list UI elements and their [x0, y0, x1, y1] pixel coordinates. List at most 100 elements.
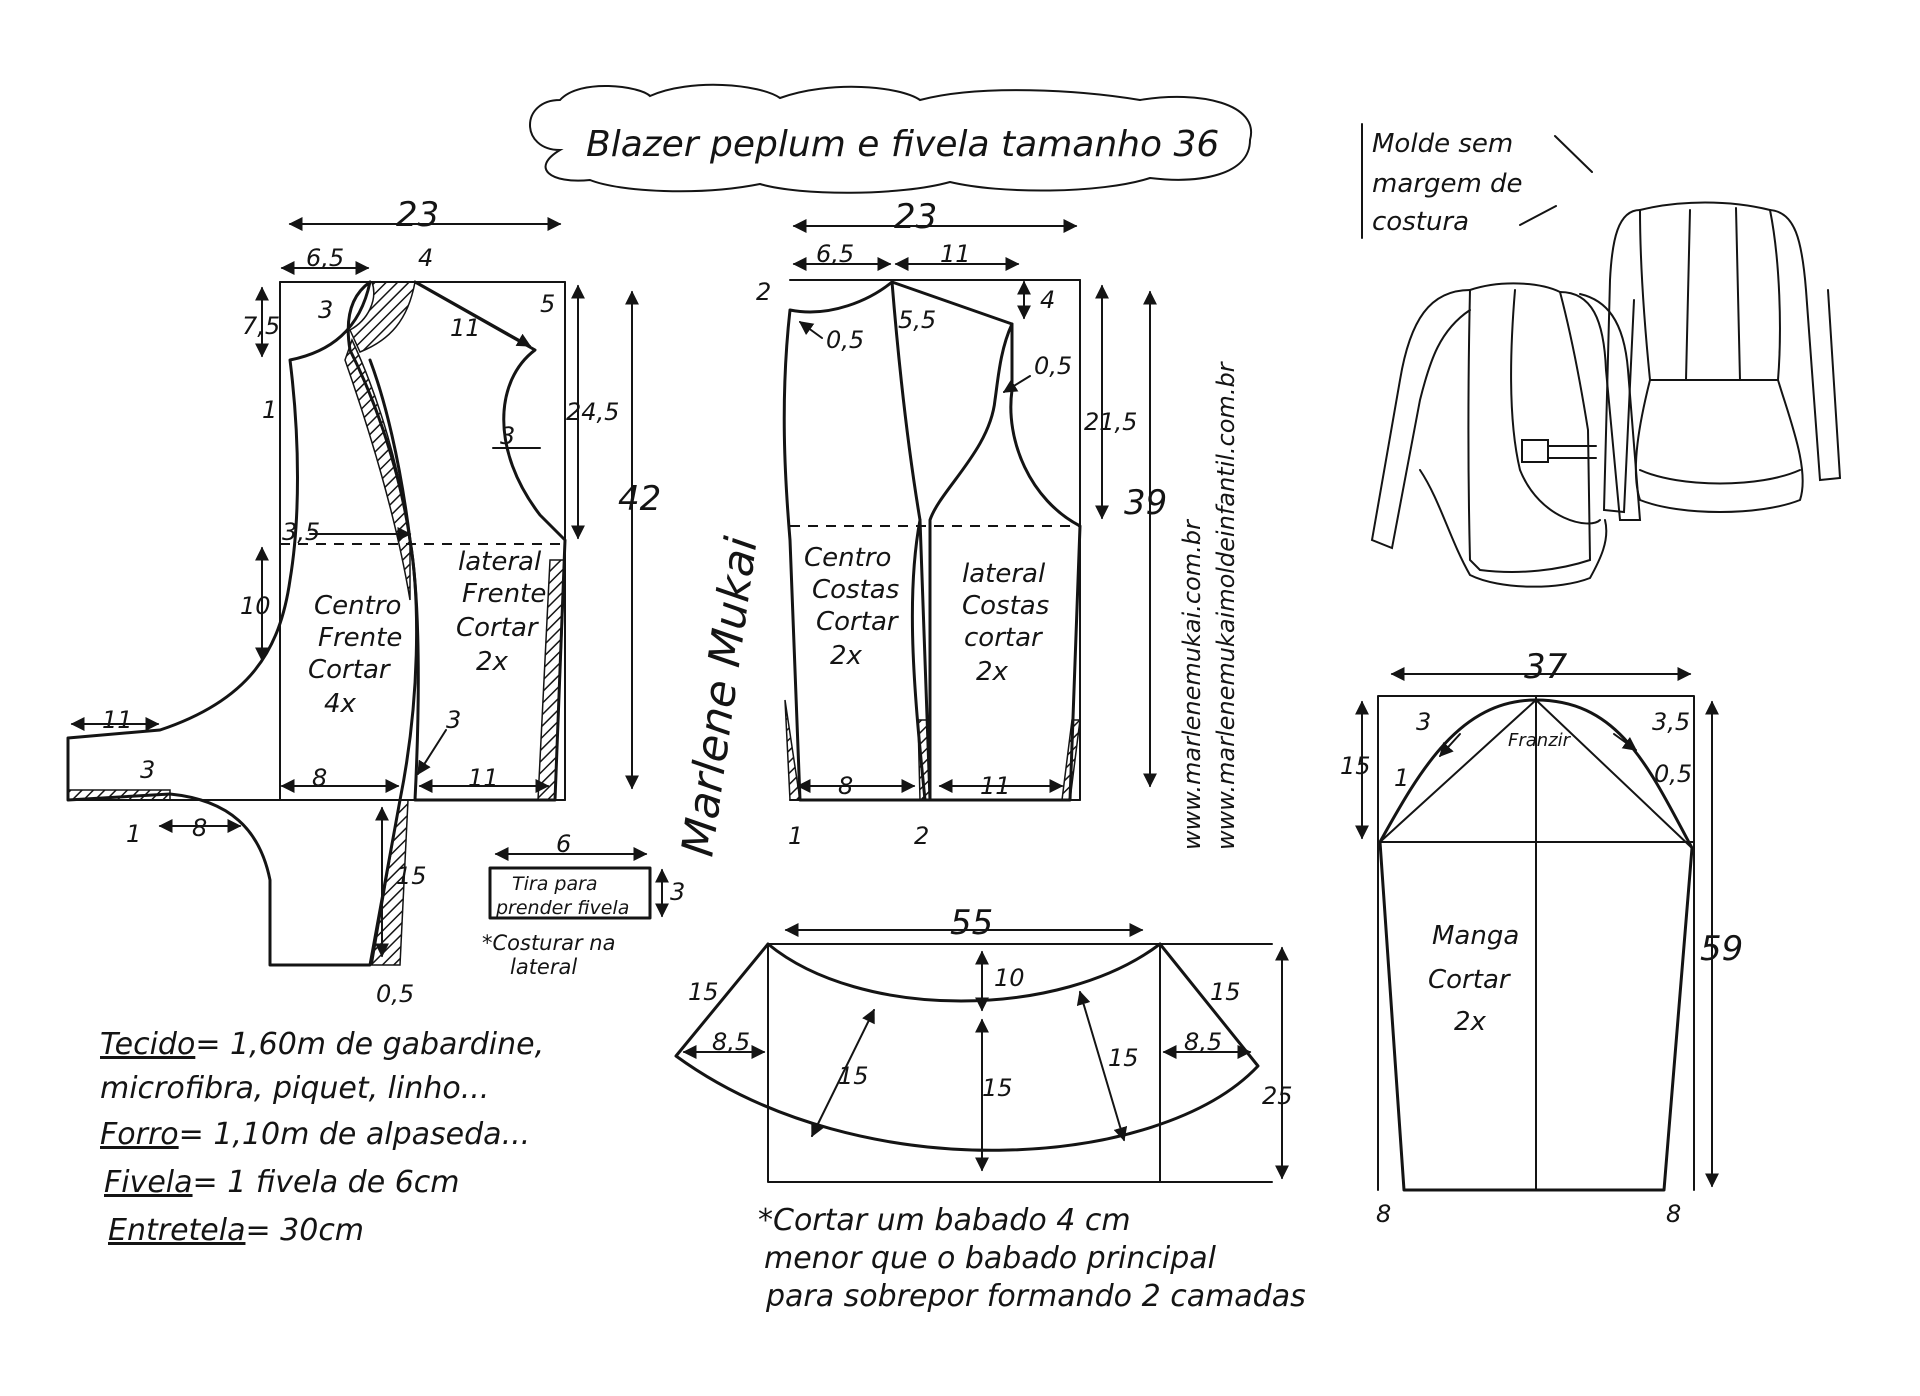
website-1: www.marlenemukai.com.br [1178, 518, 1206, 850]
back-pattern: 23 6,5 11 2 0,5 5,5 4 0,5 21,5 39 8 11 1… [756, 197, 1167, 850]
front-width-label: 23 [396, 195, 439, 235]
seam-note-line-1: Molde sem [1372, 129, 1513, 159]
back-side-label-3: cortar [964, 623, 1044, 653]
sketch-front-sleeve-right [1559, 291, 1642, 521]
front-center-label-1: Centro [314, 591, 401, 621]
sleeve-pattern: 37 15 3 Franzir 3,5 0,5 1 59 8 8 Manga C… [1340, 647, 1743, 1228]
back-center-piece [782, 280, 1014, 802]
ruffle-panel-right-label: 15 [1108, 1044, 1139, 1072]
front-side-label-3: Cortar [456, 613, 540, 643]
front-hem-side-label: 11 [468, 764, 499, 792]
material-lining-text: = 1,10m de alpaseda... [179, 1117, 531, 1152]
ruffle-inner-left-label: 8,5 [712, 1028, 750, 1056]
sketch-front-peplum [1419, 469, 1608, 588]
front-tail-curve-label: 8 [192, 814, 207, 842]
ruffle-width-label: 55 [950, 903, 993, 943]
ruffle-depth-label: 10 [994, 964, 1025, 992]
material-buckle-text: = 1 fivela de 6cm [193, 1165, 460, 1200]
sketch-back-sleeve-left [1602, 209, 1641, 514]
seam-allowance-note: Molde sem margem de costura [1361, 123, 1593, 239]
sleeve-width-label: 37 [1524, 647, 1568, 687]
material-interfacing: Entretela= 30cm [108, 1213, 364, 1248]
ruffle-panel-mid-label: 15 [982, 1074, 1013, 1102]
signature-block: Marlene Mukai www.marlenemukai.com.br ww… [672, 360, 1240, 859]
back-neck-label: 6,5 [816, 240, 854, 268]
sleeve-cap-edge-label: 0,5 [1654, 760, 1692, 788]
title-cloud: Blazer peplum e fivela tamanho 36 [529, 83, 1253, 194]
front-neck-facing [349, 281, 416, 353]
ruffle-panel-right-arrow [1076, 990, 1128, 1142]
ruffle-note-line-3: para sobrepor formando 2 camadas [765, 1279, 1306, 1314]
back-shoulder-label: 11 [940, 240, 971, 268]
front-side-piece [368, 280, 567, 802]
materials-list: Tecido= 1,60m de gabardine, microfibra, … [100, 1027, 544, 1248]
front-neck-depth-label: 7,5 [242, 312, 280, 340]
sketch-buckle [1521, 439, 1549, 463]
material-lining: Forro= 1,10m de alpaseda... [100, 1117, 530, 1152]
back-total-label: 39 [1124, 483, 1167, 523]
back-width-label: 23 [894, 197, 937, 237]
material-fabric-text: = 1,60m de gabardine, [195, 1027, 544, 1062]
front-seam-allow-arrow [417, 729, 447, 776]
front-center-label-4: 4x [324, 689, 357, 719]
sleeve-outline [1378, 698, 1694, 1192]
sleeve-cap-right-arrow [1613, 733, 1638, 751]
title-cloud-outline [529, 83, 1253, 194]
sleeve-length-label: 59 [1700, 929, 1743, 969]
front-side-label: 24,5 [566, 398, 619, 426]
strap-rect [488, 866, 652, 920]
sleeve-cap-left-label: 3 [1416, 708, 1431, 736]
ruffle-pattern: 55 10 15 15 8,5 8,5 15 15 15 25 *Cortar … [674, 903, 1306, 1314]
front-side-hem-facing [537, 559, 566, 801]
material-fabric-2: microfibra, piquet, linho... [100, 1071, 489, 1106]
front-armhole-label: 3 [500, 422, 515, 450]
ruffle-outline [674, 942, 1260, 1152]
signature: Marlene Mukai [672, 533, 767, 860]
sketch-front-opening [1510, 289, 1601, 525]
sketch-front-sleeve-left [1370, 289, 1471, 550]
back-center-label-4: 2x [830, 641, 863, 671]
front-hem-center-label: 8 [312, 764, 327, 792]
back-side-label-2: Costas [962, 591, 1049, 621]
sleeve-cap-label: 15 [1340, 752, 1371, 780]
front-tail-label: 15 [396, 862, 427, 890]
front-center-label-2: Frente [318, 623, 402, 653]
material-interfacing-text: = 30cm [245, 1213, 364, 1248]
back-center-facing [784, 699, 801, 801]
sleeve-cap-guides [1379, 698, 1693, 849]
back-armhole-arrow [1002, 375, 1031, 393]
sketch-back-body [1638, 201, 1781, 381]
ruffle-panel-left-label: 15 [838, 1062, 869, 1090]
strap-note-1: *Costurar na [482, 931, 616, 955]
ruffle-side-right-label: 15 [1210, 978, 1241, 1006]
front-shoulder-drop-label: 4 [418, 244, 433, 272]
seam-note-line-3: costura [1372, 207, 1469, 237]
material-buckle: Fivela= 1 fivela de 6cm [104, 1165, 460, 1200]
ruffle-side-left-label: 15 [688, 978, 719, 1006]
back-side-label-1: lateral [962, 559, 1046, 589]
back-side-label-4: 2x [976, 657, 1009, 687]
website-2: www.marlenemukaimoldeinfantil.com.br [1212, 360, 1240, 850]
front-side-label-2: Frente [462, 579, 546, 609]
strap-width-label: 6 [556, 830, 571, 858]
front-small-1-label: 1 [262, 396, 277, 424]
ruffle-note-line-2: menor que o babado principal [764, 1241, 1217, 1276]
back-neck-curve-arrow [798, 321, 823, 339]
back-armhole-label: 0,5 [1034, 352, 1072, 380]
back-neck-depth-label: 2 [756, 278, 771, 306]
front-neck-facing-label: 3 [318, 296, 333, 324]
back-shoulder-slope-label: 5,5 [898, 306, 936, 334]
sketch-back-peplum [1634, 379, 1804, 513]
back-center-label-1: Centro [804, 543, 891, 573]
front-shoulder-label: 11 [450, 314, 481, 342]
strap-label-2: prender fivela [495, 897, 629, 919]
front-pattern: 23 6,5 4 7,5 3 1 11 5 3 24,5 42 3,5 10 1… [66, 195, 661, 1008]
back-hem-center-label: 8 [838, 772, 853, 800]
material-fabric-key: Tecido [100, 1027, 195, 1062]
back-center-label-2: Costas [812, 575, 899, 605]
front-panel-facing [344, 338, 411, 601]
front-shoulder-arrow [419, 283, 532, 347]
sleeve-cap-small-label: 1 [1394, 764, 1409, 792]
front-tail-hem-label: 0,5 [376, 980, 414, 1008]
